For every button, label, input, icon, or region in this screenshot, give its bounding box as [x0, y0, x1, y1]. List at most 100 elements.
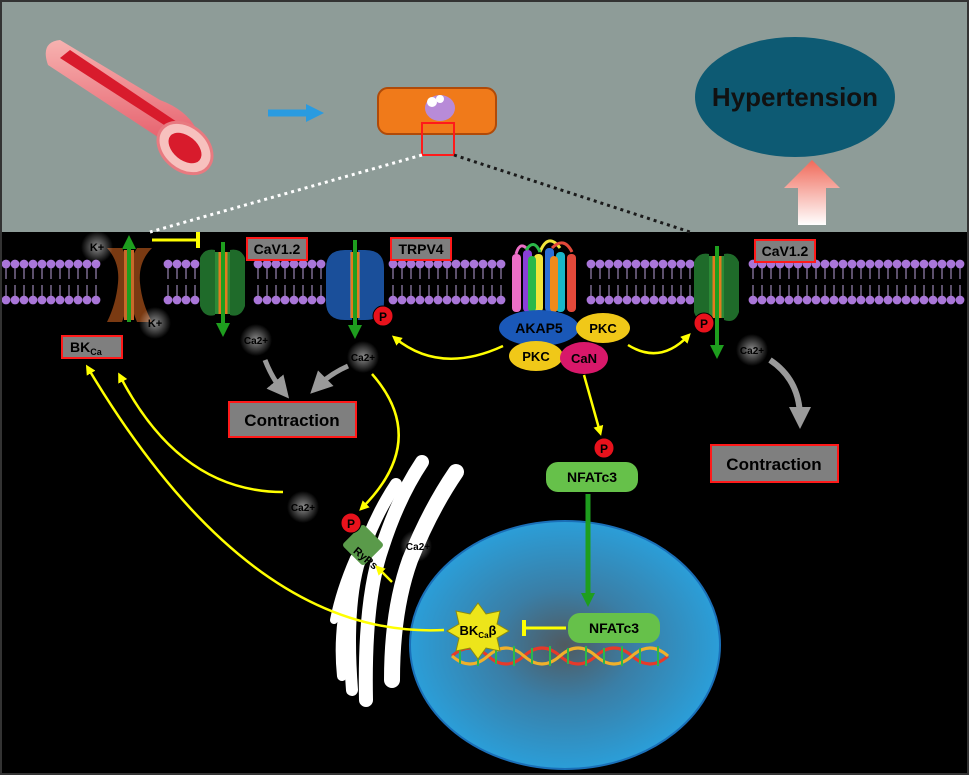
lipid-head — [271, 295, 281, 305]
lipid-head — [433, 295, 443, 305]
lipid-head — [838, 259, 848, 269]
bkca-label-box — [61, 335, 123, 359]
lipid-head — [55, 295, 65, 305]
ca-ion-trpv4: Ca2+ — [351, 353, 375, 364]
lipid-head — [163, 295, 173, 305]
lipid-head — [190, 259, 200, 269]
lipid-head — [829, 295, 839, 305]
lipid-head — [19, 259, 29, 269]
lipid-head — [820, 259, 830, 269]
lipid-head — [469, 295, 479, 305]
trpv4-channel — [326, 240, 384, 339]
lipid-head — [928, 259, 938, 269]
lipid-head — [955, 259, 965, 269]
lipid-head — [73, 295, 83, 305]
lipid-head — [892, 259, 902, 269]
dna-helix-icon — [451, 646, 669, 666]
svg-text:P: P — [700, 317, 708, 331]
lipid-head — [595, 259, 605, 269]
lipid-head — [937, 259, 947, 269]
can-label: CaN — [571, 351, 597, 366]
trpv4-label: TRPV4 — [398, 241, 443, 257]
lipid-head — [640, 295, 650, 305]
lipid-head — [631, 259, 641, 269]
k-ion-out: K+ — [90, 242, 104, 254]
lipid-head — [172, 295, 182, 305]
lipid-head — [604, 295, 614, 305]
lipid-head — [829, 259, 839, 269]
pkc-left-node — [509, 341, 563, 371]
lipid-head — [928, 295, 938, 305]
cav12-channel-left — [200, 242, 245, 337]
bkca-label: BKCa — [70, 339, 103, 357]
cav12-right-label: CaV1.2 — [762, 243, 809, 259]
lipid-head — [874, 259, 884, 269]
cav12-right-label-box — [754, 239, 816, 263]
lipid-head — [631, 295, 641, 305]
lipid-head — [955, 295, 965, 305]
lipid-head — [460, 259, 470, 269]
lipid-head — [163, 259, 173, 269]
ca-ion-cav-right: Ca2+ — [740, 346, 764, 357]
progression-arrow-head — [306, 104, 324, 122]
akap5-label: AKAP5 — [515, 320, 563, 336]
lipid-head — [172, 259, 182, 269]
svg-text:P: P — [347, 517, 355, 531]
lipid-head — [433, 259, 443, 269]
lipid-head — [73, 259, 83, 269]
lipid-head — [397, 259, 407, 269]
can-node — [560, 342, 608, 374]
lipid-head — [82, 259, 92, 269]
lipid-head — [451, 295, 461, 305]
lipid-head — [280, 259, 290, 269]
lipid-head — [397, 295, 407, 305]
pkc-right-node — [576, 313, 630, 343]
lipid-head — [685, 259, 695, 269]
lipid-head — [919, 259, 929, 269]
lipid-head — [865, 259, 875, 269]
lipid-head — [496, 259, 506, 269]
ca-to-contraction-arrow-1 — [262, 359, 290, 399]
lipid-head — [919, 295, 929, 305]
lipid-head — [424, 259, 434, 269]
contraction-right-label: Contraction — [726, 455, 821, 474]
lipid-head — [469, 259, 479, 269]
lipid-head — [316, 295, 326, 305]
lipid-head — [37, 295, 47, 305]
smooth-muscle-cell-icon — [377, 87, 497, 135]
phospho-cav-right — [693, 312, 715, 334]
phospho-trpv4 — [372, 305, 394, 327]
lipid-head — [613, 295, 623, 305]
lipid-head — [838, 295, 848, 305]
lipid-head — [613, 259, 623, 269]
cav12-left-label: CaV1.2 — [254, 241, 301, 257]
lipid-head — [451, 259, 461, 269]
lipid-head — [424, 295, 434, 305]
lipid-head — [10, 259, 20, 269]
lipid-head — [883, 295, 893, 305]
lipid-head — [307, 295, 317, 305]
lipid-head — [487, 295, 497, 305]
lipid-head — [676, 259, 686, 269]
lipid-head — [64, 259, 74, 269]
lipid-head — [298, 259, 308, 269]
lipid-head — [415, 295, 425, 305]
zoom-line-left — [149, 153, 423, 234]
akap5-node — [499, 310, 579, 346]
lipid-head — [55, 259, 65, 269]
k-ion-in: K+ — [148, 318, 162, 330]
bkca-beta-star — [446, 602, 510, 660]
lipid-head — [442, 259, 452, 269]
lipid-head — [442, 295, 452, 305]
lipid-head — [289, 259, 299, 269]
lipid-head — [856, 295, 866, 305]
nfatc3-nucleus-label: NFATc3 — [589, 620, 639, 636]
lipid-head — [685, 295, 695, 305]
lipid-head — [406, 295, 416, 305]
contraction-left-box — [228, 401, 357, 438]
lipid-head — [667, 295, 677, 305]
lipid-head — [28, 295, 38, 305]
lipid-head — [811, 295, 821, 305]
signal-arrows — [85, 333, 691, 632]
lipid-head — [910, 295, 920, 305]
